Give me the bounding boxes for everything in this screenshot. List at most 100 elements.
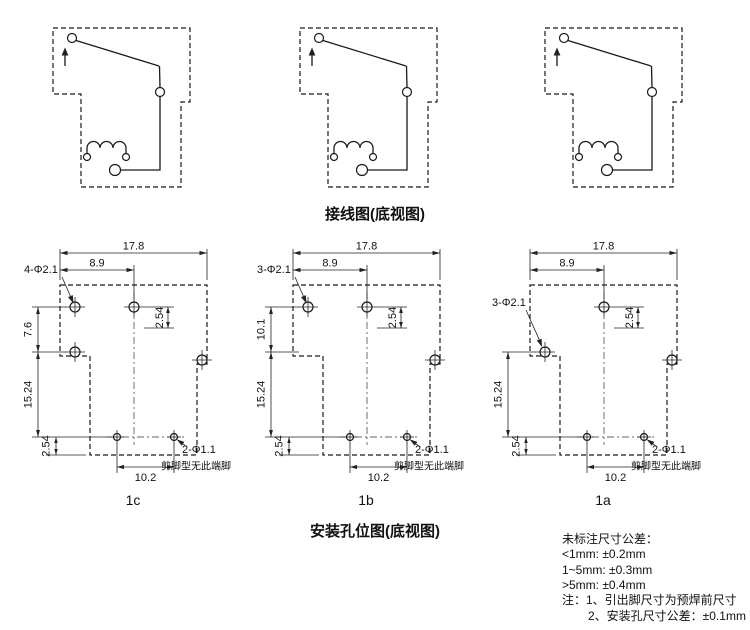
svg-text:15.24: 15.24: [23, 381, 35, 409]
note-line: 2、安装孔尺寸公差：±0.1mm: [588, 608, 746, 623]
hole-m: [124, 297, 144, 317]
dim-left-mid: 15.24: [23, 352, 40, 437]
note-line: >5mm: ±0.4mm: [562, 578, 646, 593]
pin-size-label: 2-Φ1.1: [409, 439, 449, 456]
svg-text:2.54: 2.54: [624, 307, 636, 328]
mounting-drawing: 17.8 8.9 2.54: [492, 241, 701, 485]
mounting-drawing: 17.8 8.9 2.54 10.1: [256, 241, 465, 485]
note-line: 未标注尺寸公差：: [562, 532, 659, 546]
coil-pin-left: [82, 152, 92, 162]
dim-left-top: 10.1: [256, 306, 299, 352]
svg-text:2-Φ1.1: 2-Φ1.1: [652, 444, 686, 456]
hole-r: [662, 350, 682, 370]
wiring-diagram: [537, 22, 727, 200]
variant-label: 1c: [125, 492, 141, 508]
svg-text:2.54: 2.54: [41, 435, 53, 456]
extension-lines: [32, 249, 208, 473]
contact-pin: [646, 86, 658, 98]
dim-bottom: 10.2: [350, 464, 407, 484]
coil: [333, 140, 374, 154]
pin-hole-left: [343, 430, 357, 444]
svg-text:2.54: 2.54: [387, 307, 399, 328]
wiring-drawing: [299, 27, 438, 188]
extension-lines: [502, 249, 678, 473]
hole-l2: [535, 342, 555, 362]
dim-top-width: 17.8: [60, 241, 207, 256]
connection-line: [120, 96, 161, 171]
svg-text:2.54: 2.54: [511, 435, 523, 456]
hole-l1: [65, 297, 85, 317]
pin-note: 剪脚型无此端脚: [161, 460, 231, 473]
svg-text:3-Φ2.1: 3-Φ2.1: [492, 297, 526, 309]
pin-hole-left: [110, 430, 124, 444]
hole-m: [594, 297, 614, 317]
note-line: <1mm: ±0.2mm: [562, 547, 646, 562]
dim-left-bottom: 2.54: [274, 435, 291, 457]
svg-text:7.6: 7.6: [23, 322, 35, 337]
pin-note: 剪脚型无此端脚: [631, 460, 701, 473]
note-line: 注：1、引出脚尺寸为预焊前尺寸: [562, 593, 737, 608]
contact-pin: [401, 86, 413, 98]
coil-pin-right: [121, 152, 131, 162]
common-pin: [313, 32, 325, 44]
armature-arrow: [308, 47, 316, 66]
pin-hole-right: [400, 430, 414, 444]
switch-blade: [322, 39, 407, 67]
dim-top-width: 17.8: [530, 241, 677, 256]
svg-text:17.8: 17.8: [356, 241, 377, 253]
pin-size-label: 2-Φ1.1: [646, 439, 686, 456]
svg-text:8.9: 8.9: [89, 258, 104, 270]
svg-text:10.2: 10.2: [135, 472, 156, 484]
dim-left-bottom: 2.54: [41, 435, 58, 457]
footprint-outline: [529, 284, 678, 456]
dim-bottom: 10.2: [117, 464, 174, 484]
pin-size-label: 2-Φ1.1: [176, 439, 216, 456]
wiring-caption: 接线图(底视图): [325, 206, 425, 223]
relay-outline: [544, 27, 683, 188]
coil: [86, 140, 127, 154]
dim-left-top: 7.6: [23, 306, 66, 352]
dim-bottom: 10.2: [587, 464, 644, 484]
pin-hole-right: [167, 430, 181, 444]
dim-top-half: 8.9: [530, 258, 604, 273]
wiring-diagram: [45, 22, 235, 200]
svg-text:2.54: 2.54: [274, 435, 286, 456]
armature-arrow: [553, 47, 561, 66]
mounting-diagram: 17.8 8.9 2.54 7.6: [22, 240, 257, 522]
dim-left-bottom: 2.54: [511, 435, 528, 457]
dim-top-width: 17.8: [293, 241, 440, 256]
centerlines: [107, 292, 184, 445]
relay-outline: [299, 27, 438, 188]
variant-label: 1b: [358, 492, 374, 508]
svg-text:17.8: 17.8: [593, 241, 614, 253]
mounting-diagram: 17.8 8.9 2.54 10.1: [255, 240, 490, 522]
svg-text:2.54: 2.54: [154, 307, 166, 328]
hole-r: [425, 350, 445, 370]
blade-link: [158, 65, 161, 88]
hole-label-mid: 3-Φ2.1: [492, 297, 542, 347]
svg-text:17.8: 17.8: [123, 241, 144, 253]
bottom-pin: [355, 163, 369, 177]
connection-line: [367, 96, 408, 171]
pin-note: 剪脚型无此端脚: [394, 460, 464, 473]
mounting-diagram: 17.8 8.9 2.54: [492, 240, 727, 522]
svg-text:15.24: 15.24: [256, 381, 268, 409]
dim-right: 2.54: [387, 307, 403, 328]
svg-text:3-Φ2.1: 3-Φ2.1: [257, 264, 291, 276]
relay-outline: [52, 27, 191, 188]
bottom-pin: [108, 163, 122, 177]
common-pin: [558, 32, 570, 44]
dim-top-half: 8.9: [293, 258, 367, 273]
hole-r: [192, 350, 212, 370]
hole-label-top: 4-Φ2.1: [24, 264, 74, 304]
connection-line: [612, 96, 653, 171]
note-line: 1~5mm: ±0.3mm: [562, 562, 653, 577]
coil-pin-left: [329, 152, 339, 162]
armature-arrow: [61, 47, 69, 66]
dim-right: 2.54: [154, 307, 170, 328]
tolerance-notes: 未标注尺寸公差： <1mm: ±0.2mm 1~5mm: ±0.3mm >5mm…: [562, 532, 746, 624]
centerlines: [340, 292, 417, 445]
svg-text:8.9: 8.9: [322, 258, 337, 270]
svg-text:15.24: 15.24: [493, 381, 505, 409]
